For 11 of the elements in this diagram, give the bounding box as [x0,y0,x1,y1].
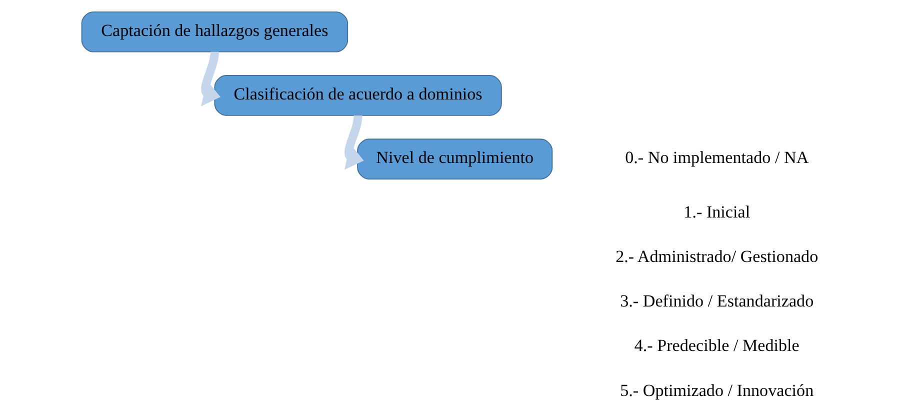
label: 2.- Administrado/ Gestionado [615,246,818,266]
node-box: Nivel de cumplimiento [356,138,552,180]
label: 3.- Definido / Estandarizado [620,292,814,311]
node-box: Captación de hallazgos generales [80,11,348,52]
label: 4.- Predecible / Medible [634,336,799,356]
label: 5.- Optimizado / Innovación [620,380,814,400]
label: 0.- No implementado / NA [624,148,808,168]
arrow [344,115,364,170]
arrow [200,52,220,106]
node-box: Clasificación de acuerdo a dominios [214,75,502,116]
label: 1.- Inicial [683,202,750,222]
